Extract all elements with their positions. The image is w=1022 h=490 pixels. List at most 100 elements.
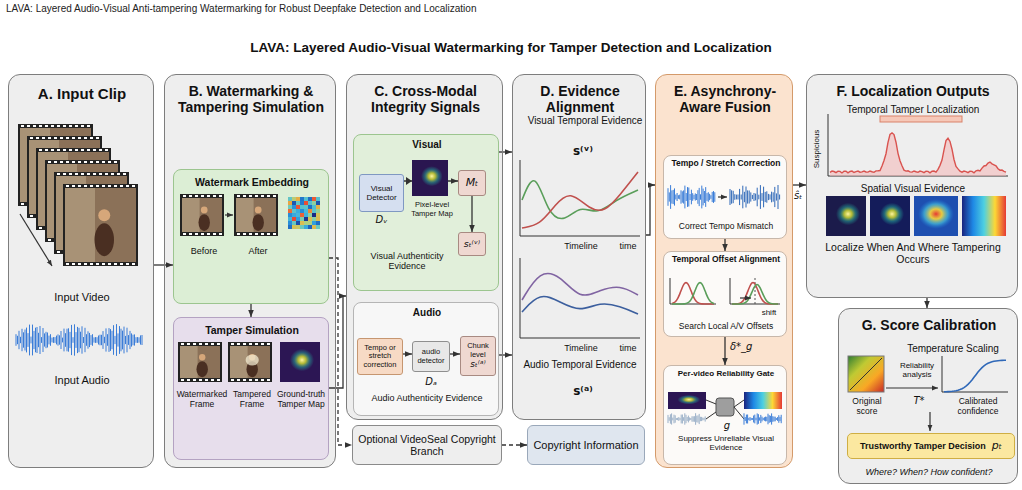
watermark-cell	[292, 225, 296, 229]
sprocket-hole	[96, 161, 99, 163]
sprocket-hole	[21, 203, 24, 205]
fused-heatmap	[744, 392, 782, 409]
sprocket-hole	[69, 173, 72, 175]
sprocket-hole	[72, 137, 75, 139]
sprocket-hole	[189, 233, 192, 235]
process-box: Visual Detector	[359, 174, 404, 212]
sprocket-hole	[126, 263, 129, 265]
sprocket-hole	[96, 185, 99, 187]
sprocket-hole	[45, 125, 48, 127]
box-fill	[347, 75, 503, 420]
node-text: shift	[754, 308, 784, 317]
node-text: Temperature Scaling	[889, 343, 1017, 355]
sprocket-hole	[213, 195, 216, 197]
sprocket-hole	[114, 185, 117, 187]
watermark-cell	[300, 209, 304, 213]
signal-box: Chunk levelsₜ⁽ᵃ⁾	[460, 336, 496, 376]
sprocket-hole	[72, 263, 75, 265]
node-heading: Chunk level	[463, 342, 493, 359]
edge-label: δ*_g	[730, 341, 770, 353]
watermark-cell	[288, 209, 292, 213]
stage-panel: F. Localization OutputsTemporal Tamper L…	[806, 74, 1018, 298]
signal-box: sₜ⁽ᵛ⁾	[458, 232, 486, 256]
watermark-cell	[300, 213, 304, 217]
node-text: time	[613, 343, 643, 353]
node-heading: Copyright Information	[530, 439, 642, 452]
sprocket-hole	[237, 195, 240, 197]
watermark-cell	[316, 197, 320, 201]
watermark-cell	[292, 217, 296, 221]
sprocket-hole	[51, 149, 54, 151]
sprocket-hole	[102, 263, 105, 265]
offset-curve	[672, 283, 714, 304]
sprocket-hole	[48, 161, 51, 163]
sprocket-hole	[207, 233, 210, 235]
sprocket-hole	[84, 161, 87, 163]
flow-arrow	[724, 337, 725, 365]
box-fill	[664, 252, 787, 337]
sprocket-hole	[39, 149, 42, 151]
watermark-cell	[288, 197, 292, 201]
sprocket-hole	[217, 343, 220, 345]
sprocket-hole	[187, 343, 190, 345]
flow-arrow	[403, 353, 412, 354]
sprocket-hole	[243, 343, 246, 345]
sprocket-hole	[54, 137, 57, 139]
calibration-curve	[944, 360, 1006, 392]
sprocket-hole	[45, 149, 48, 151]
tamper-blob	[678, 395, 701, 405]
frame-image	[230, 346, 270, 378]
node-text: Visual Temporal Evidence	[527, 115, 643, 127]
sprocket-hole	[255, 233, 258, 235]
sprocket-hole	[90, 185, 93, 187]
watermark-cell	[296, 197, 300, 201]
sprocket-hole	[273, 195, 276, 197]
frame-border	[180, 194, 224, 236]
sprocket-hole	[189, 195, 192, 197]
box-fill	[656, 75, 793, 468]
leader-arrow	[740, 297, 751, 298]
sprocket-hole	[87, 125, 90, 127]
node-heading: Per-video Reliability Gate	[666, 369, 786, 378]
video-frame	[178, 342, 222, 382]
score-curve	[830, 133, 1006, 173]
video-frame	[228, 342, 272, 382]
score-diagonal	[850, 358, 882, 390]
sprocket-hole	[81, 125, 84, 127]
watermark-cell	[308, 221, 312, 225]
sprocket-hole	[267, 379, 270, 381]
sub-panel: Temporal Offset AlignmentshiftSearch Loc…	[663, 251, 787, 337]
node-text: Audio Authenticity Evidence	[354, 393, 500, 403]
node-text: Tampered Frame	[226, 390, 278, 410]
sprocket-hole	[267, 233, 270, 235]
tamper-interval	[880, 116, 962, 122]
watermark-cell	[292, 197, 296, 201]
plot-axes	[520, 160, 640, 236]
tamper-blob	[290, 349, 314, 371]
sprocket-hole	[39, 125, 42, 127]
sprocket-hole	[213, 233, 216, 235]
sprocket-hole	[102, 161, 105, 163]
leader-arrow	[886, 387, 938, 388]
sprocket-hole	[231, 379, 234, 381]
leader-arrow	[225, 214, 233, 215]
node-text: Localize When And Where Tampering Occurs	[817, 241, 1009, 265]
node-text: Timeline	[551, 343, 611, 353]
node-heading: E. Asynchrony-Aware Fusion	[660, 83, 790, 115]
sprocket-hole	[78, 263, 81, 265]
node-heading: F. Localization Outputs	[807, 83, 1019, 99]
box-fill	[354, 135, 499, 291]
node-text: Dₐ	[412, 376, 450, 388]
sprocket-hole	[205, 343, 208, 345]
node-heading: Temporal Offset Alignment	[666, 255, 786, 265]
sprocket-hole	[183, 233, 186, 235]
node-text: Timeline	[551, 241, 611, 251]
sprocket-hole	[90, 161, 93, 163]
leader-arrow	[718, 196, 727, 197]
sprocket-hole	[90, 137, 93, 139]
node-heading: D. Evidence Alignment	[517, 83, 643, 115]
watermark-cell	[304, 217, 308, 221]
sprocket-hole	[66, 137, 69, 139]
figure-head	[255, 207, 262, 214]
figure-body	[196, 361, 207, 377]
